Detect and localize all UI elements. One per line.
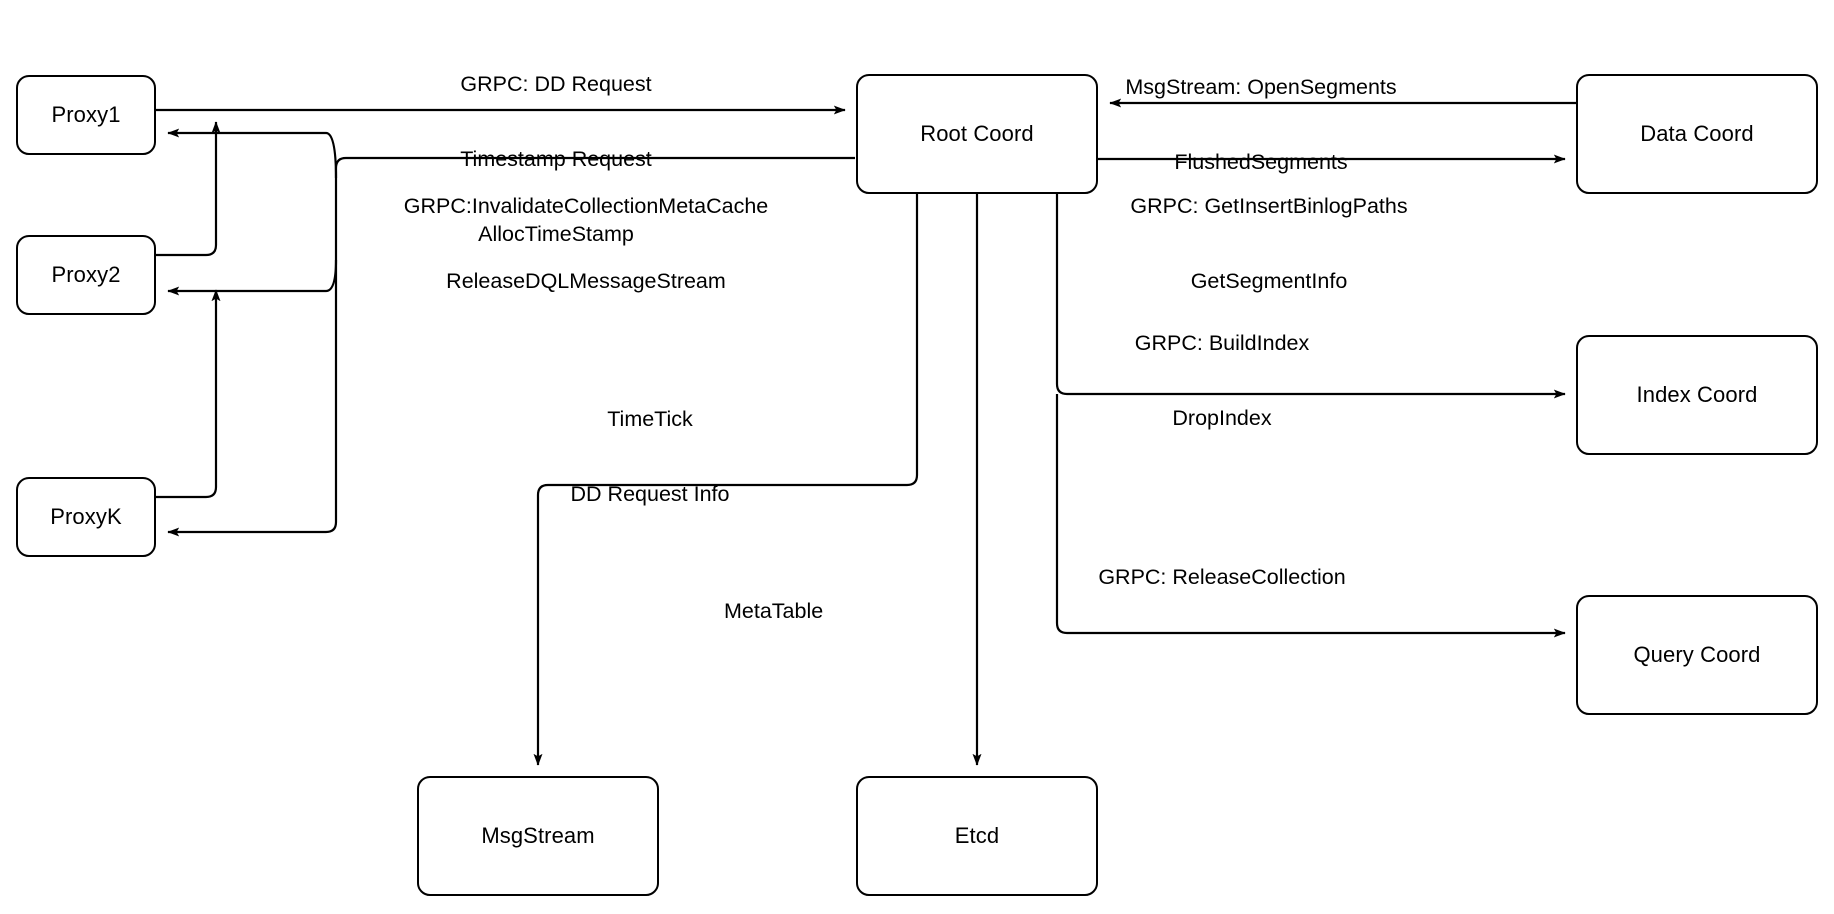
node-index-coord[interactable]: Index Coord bbox=[1576, 335, 1818, 455]
edge-label-datacoord-to-root-line2: FlushedSegments bbox=[1174, 150, 1348, 174]
node-query-coord-label: Query Coord bbox=[1633, 642, 1761, 667]
node-etcd-label: Etcd bbox=[954, 823, 1000, 848]
node-query-coord[interactable]: Query Coord bbox=[1576, 595, 1818, 715]
edge-label-proxy-to-root-line3: AllocTimeStamp bbox=[478, 222, 634, 246]
edge-label-root-to-querycoord: GRPC: ReleaseCollection bbox=[1012, 515, 1432, 640]
edge-label-root-to-etcd: MetaTable bbox=[724, 549, 904, 674]
node-proxyk-label: ProxyK bbox=[50, 504, 122, 529]
node-root-coord[interactable]: Root Coord bbox=[856, 74, 1098, 194]
edge-label-root-to-msgstream-line1: TimeTick bbox=[607, 407, 693, 431]
node-proxy1[interactable]: Proxy1 bbox=[16, 75, 156, 155]
node-index-coord-label: Index Coord bbox=[1636, 382, 1758, 407]
node-proxyk[interactable]: ProxyK bbox=[16, 477, 156, 557]
node-proxy1-label: Proxy1 bbox=[51, 102, 121, 127]
edge-label-root-to-etcd-line1: MetaTable bbox=[724, 599, 824, 623]
edge-label-root-to-proxy-line1: GRPC:InvalidateCollectionMetaCache bbox=[403, 194, 769, 218]
edge-label-root-to-proxy: GRPC:InvalidateCollectionMetaCache Relea… bbox=[381, 144, 791, 344]
node-proxy2-label: Proxy2 bbox=[51, 262, 121, 287]
edge-label-root-to-datacoord: GRPC: GetInsertBinlogPaths GetSegmentInf… bbox=[1049, 144, 1489, 344]
edge-label-root-to-indexcoord: GRPC: BuildIndex DropIndex bbox=[1012, 281, 1432, 481]
edge-root-to-proxy2 bbox=[167, 259, 338, 296]
node-etcd[interactable]: Etcd bbox=[856, 776, 1098, 896]
node-root-coord-label: Root Coord bbox=[920, 121, 1034, 146]
edge-label-proxy-to-root: GRPC: DD Request Timestamp Request Alloc… bbox=[406, 22, 706, 297]
edge-label-root-to-proxy-line2: ReleaseDQLMessageStream bbox=[446, 269, 726, 293]
edge-label-root-to-datacoord-line1: GRPC: GetInsertBinlogPaths bbox=[1130, 194, 1408, 218]
edge-root-to-proxy1 bbox=[167, 128, 338, 179]
edge-label-root-to-indexcoord-line1: GRPC: BuildIndex bbox=[1134, 331, 1310, 355]
edge-proxyk-to-root bbox=[156, 289, 221, 499]
edge-label-proxy-to-root-line1: GRPC: DD Request bbox=[460, 72, 652, 96]
edge-label-root-to-msgstream: TimeTick DD Request Info bbox=[450, 357, 850, 557]
node-proxy2[interactable]: Proxy2 bbox=[16, 235, 156, 315]
node-data-coord-label: Data Coord bbox=[1640, 121, 1754, 146]
node-msgstream-label: MsgStream bbox=[481, 823, 595, 848]
edge-label-datacoord-to-root-line1: MsgStream: OpenSegments bbox=[1125, 75, 1397, 99]
edge-label-datacoord-to-root: MsgStream: OpenSegments FlushedSegments bbox=[1041, 25, 1481, 225]
edge-label-root-to-indexcoord-line2: DropIndex bbox=[1172, 406, 1272, 430]
edge-label-proxy-to-root-line2: Timestamp Request bbox=[460, 147, 652, 171]
edge-label-root-to-msgstream-line2: DD Request Info bbox=[570, 482, 730, 506]
node-data-coord[interactable]: Data Coord bbox=[1576, 74, 1818, 194]
edge-label-root-to-querycoord-line1: GRPC: ReleaseCollection bbox=[1098, 565, 1346, 589]
edge-label-root-to-datacoord-line2: GetSegmentInfo bbox=[1190, 269, 1348, 293]
node-msgstream[interactable]: MsgStream bbox=[417, 776, 659, 896]
edge-proxy2-to-root bbox=[156, 121, 221, 257]
